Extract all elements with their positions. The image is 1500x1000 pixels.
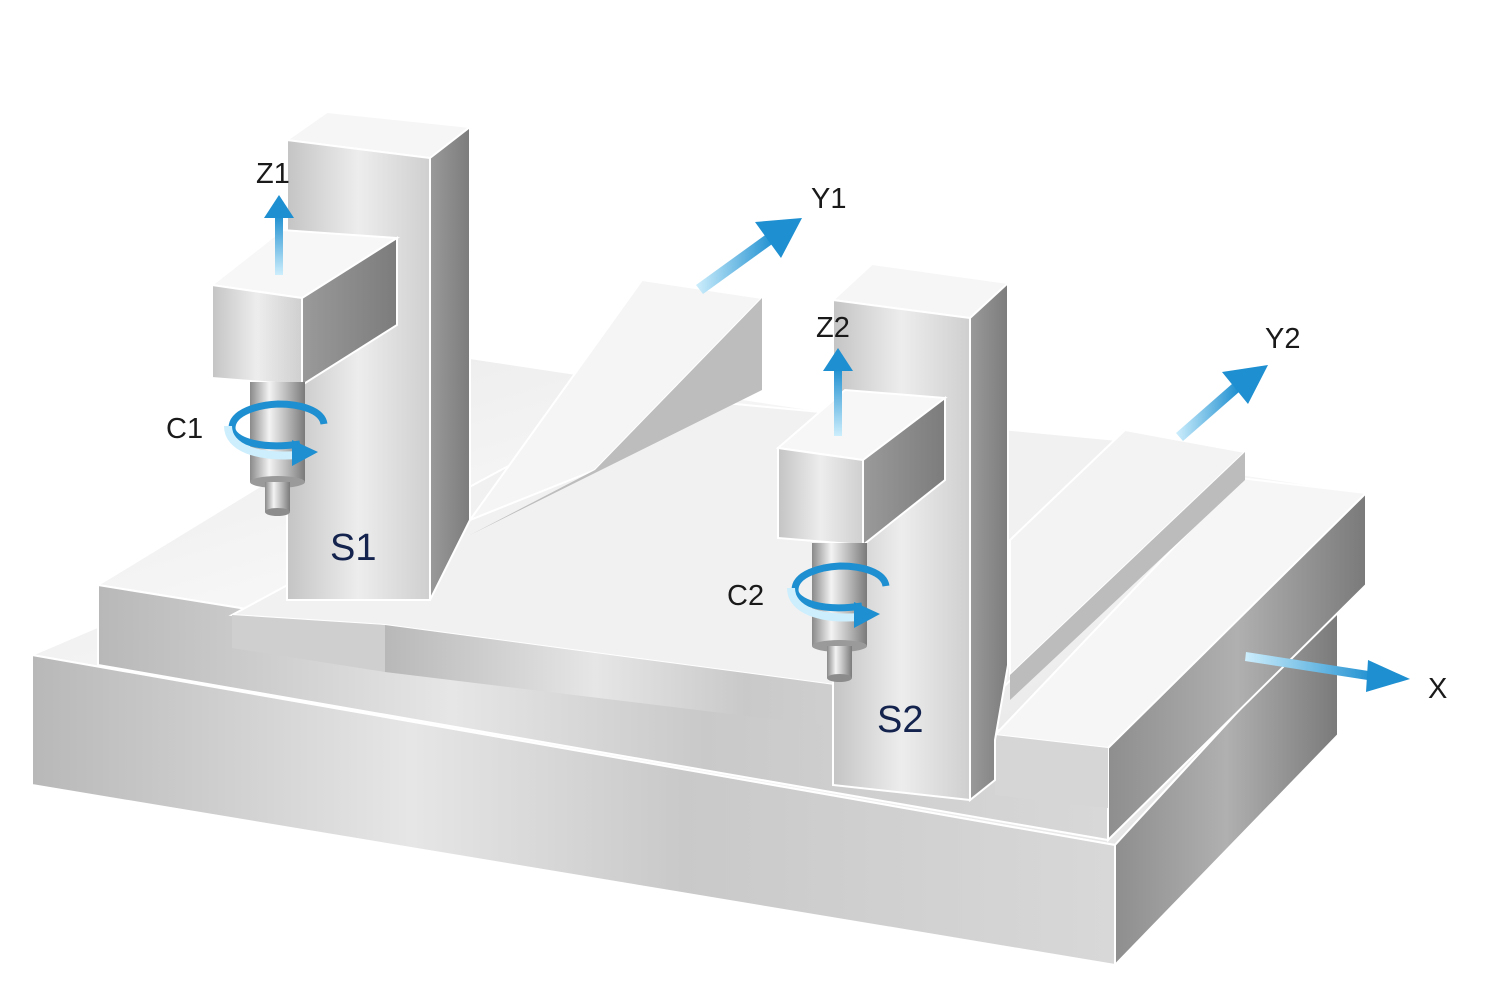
- spindle-s1: [250, 382, 305, 516]
- x-rail: [992, 476, 1369, 808]
- x-arrow-icon: [1245, 652, 1410, 692]
- c1-rotation-arrow-icon: [224, 400, 328, 466]
- c2-rotation-arrow-icon: [787, 562, 890, 628]
- y2-label: Y2: [1265, 323, 1300, 355]
- z1-arrow-icon: [264, 195, 294, 275]
- y2-rail: [1009, 428, 1248, 700]
- y1-arrow-icon: [696, 218, 802, 294]
- x-label: X: [1428, 673, 1447, 705]
- spindle-head-s1: [209, 228, 401, 387]
- s1-label: S1: [330, 527, 376, 569]
- y2-arrow-icon: [1176, 365, 1268, 441]
- z1-label: Z1: [256, 158, 290, 190]
- c1-label: C1: [166, 413, 203, 445]
- z2-arrow-icon: [823, 348, 853, 436]
- c2-label: C2: [727, 580, 764, 612]
- spindle-head-s2: [775, 388, 948, 548]
- y1-label: Y1: [811, 183, 846, 215]
- s2-label: S2: [877, 699, 923, 741]
- spindle-s2: [812, 543, 867, 682]
- y1-rail: [467, 278, 765, 535]
- z2-label: Z2: [816, 312, 850, 344]
